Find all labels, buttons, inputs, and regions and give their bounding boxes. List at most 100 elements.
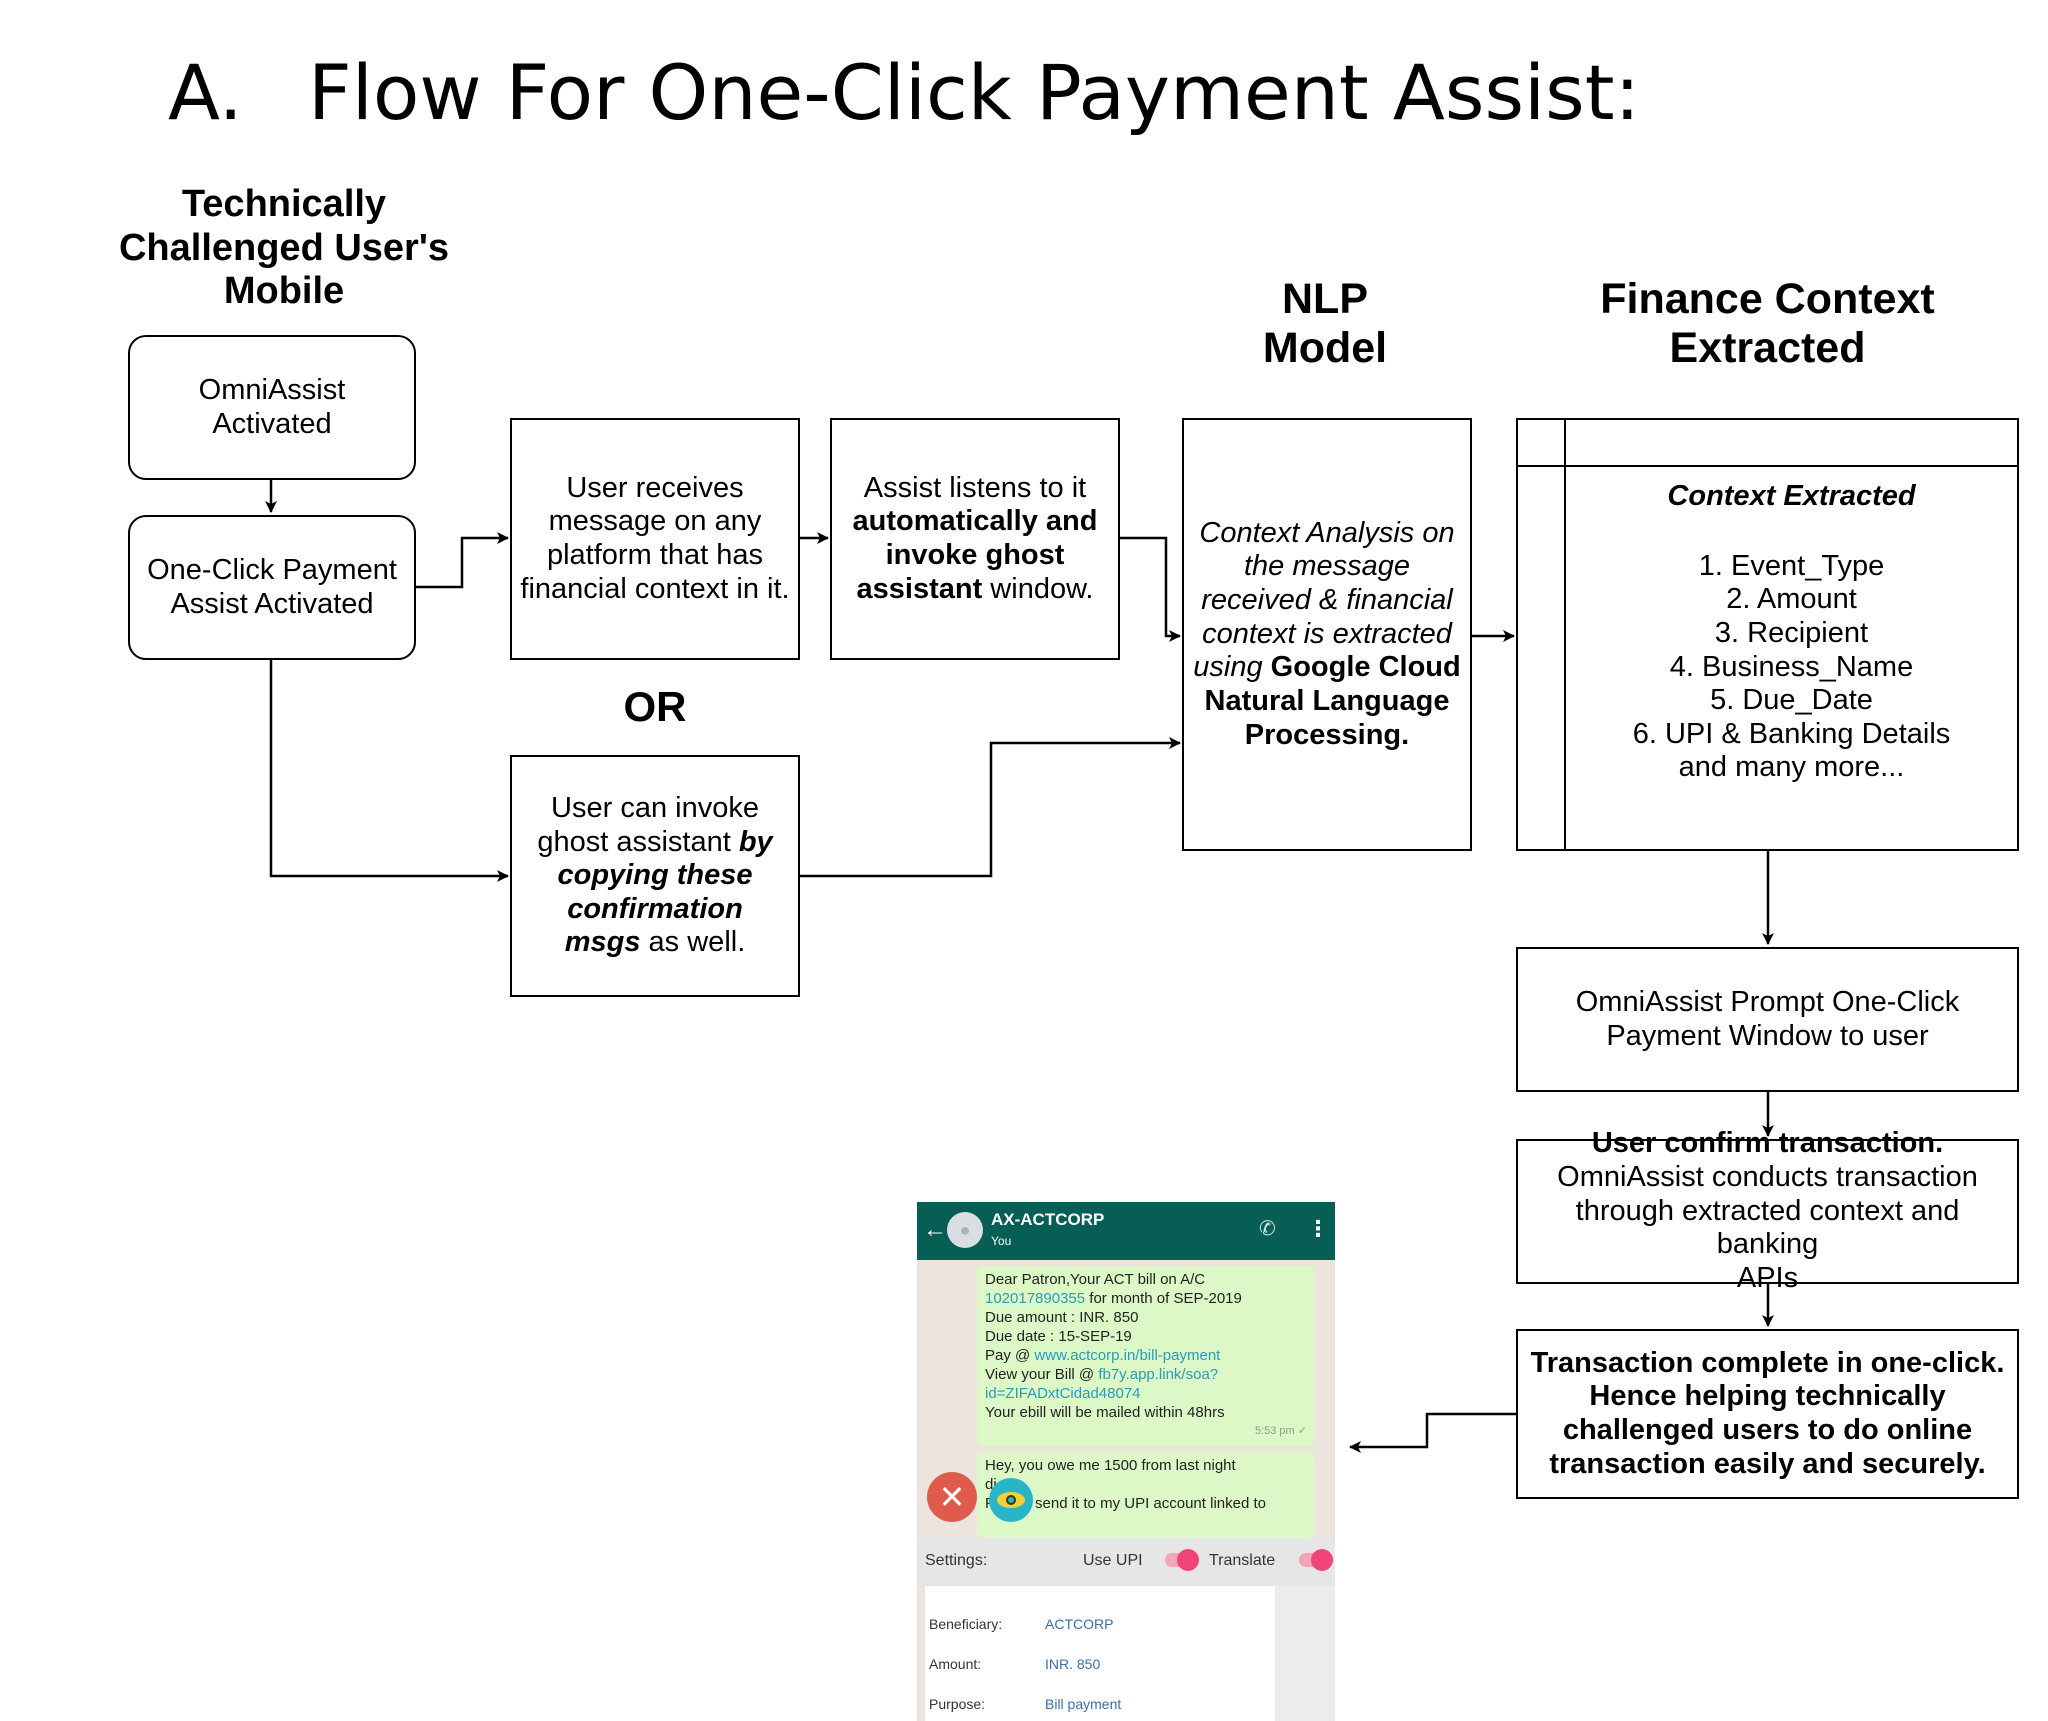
finance-item: 5. Due_Date [1710, 684, 1873, 717]
node-text: OmniAssist conducts transaction [1557, 1161, 1978, 1194]
use-upi-label: Use UPI [1083, 1552, 1143, 1569]
finance-heading: Finance Context Extracted [1516, 275, 2019, 374]
node-omniassist-activated: OmniAssist Activated [128, 335, 416, 480]
context-extracted-header: Context Extracted [1667, 480, 1916, 512]
account-link[interactable]: 102017890355 [985, 1290, 1086, 1307]
section-letter: A. [168, 48, 243, 137]
back-arrow-icon[interactable]: ← [923, 1216, 947, 1243]
pay-link[interactable]: www.actcorp.in/bill-payment [1034, 1347, 1221, 1364]
phone-screenshot: ← ● AX-ACTCORP You ✆ ⋮ Dear Patron,Your … [917, 1202, 1335, 1721]
bill-link-continued[interactable]: id=ZIFADxtCidad48074 [985, 1385, 1141, 1402]
eye-pupil [1006, 1495, 1016, 1505]
node-text-bold-italic: by [738, 825, 773, 858]
message-line: Pay @ [985, 1347, 1035, 1364]
node-text-italic: Context Analysis on [1199, 516, 1455, 549]
table-column-divider [1564, 420, 1566, 849]
node-text: APIs [1736, 1261, 1799, 1294]
node-text-bold: assistant [856, 572, 983, 605]
section-title: Flow For One-Click Payment Assist: [308, 48, 1641, 137]
node-text-italic: the message [1243, 550, 1411, 583]
arrow-listens-to-nlp [1118, 536, 1181, 642]
beneficiary-value: ACTCORP [1045, 1616, 1114, 1632]
node-text-italic: received & financial [1201, 584, 1453, 617]
mobile-heading: Technically Challenged User's Mobile [100, 183, 468, 314]
message-timestamp: 5:53 pm ✓ [1254, 1425, 1307, 1437]
more-menu-icon[interactable]: ⋮ [1307, 1216, 1329, 1241]
node-text-bold: User confirm transaction. [1591, 1127, 1944, 1160]
node-text-bold: invoke ghost [885, 539, 1065, 571]
node-assist-listens: Assist listens to it automatically and i… [830, 418, 1120, 660]
message-line: Please send it to my UPI account linked … [985, 1495, 1266, 1512]
node-prompt-window: OmniAssist Prompt One-Click Payment Wind… [1516, 947, 2019, 1092]
node-nlp-model: Context Analysis on the message received… [1182, 418, 1472, 851]
message-line: View your Bill @ [985, 1366, 1099, 1383]
node-text: Assist listens to it [863, 471, 1087, 504]
payment-form: Beneficiary: ACTCORP Amount: INR. 850 Pu… [925, 1586, 1275, 1721]
node-text: Payment Window to user [1606, 1019, 1929, 1052]
chat-contact-name: AX-ACTCORP [991, 1210, 1105, 1229]
arrow-complete-to-phone [1349, 1412, 1516, 1453]
node-text: User can invoke [551, 791, 759, 824]
nlp-heading: NLP Model [1180, 275, 1470, 374]
node-text: financial context in it. [520, 572, 790, 605]
node-text: through extracted context and banking [1575, 1194, 1960, 1261]
arrow-invoke-to-nlp [800, 737, 1181, 878]
node-user-receives-message: User receives message on any platform th… [510, 418, 800, 660]
node-text-bold: Transaction complete in one-click. [1530, 1346, 2005, 1379]
message-line: di [985, 1476, 997, 1493]
group-avatar-icon: ● [947, 1212, 983, 1248]
node-text-bold: Natural Language [1204, 684, 1450, 717]
node-text: One-Click Payment [147, 553, 397, 586]
finance-item: 3. Recipient [1714, 616, 1869, 649]
use-upi-toggle[interactable] [1165, 1549, 1199, 1571]
close-icon[interactable]: ✕ [927, 1472, 977, 1522]
beneficiary-label: Beneficiary: [929, 1616, 1003, 1632]
add-call-icon[interactable]: ✆ [1259, 1218, 1276, 1240]
finance-item: 2. Amount [1726, 583, 1857, 616]
node-user-can-invoke: User can invoke ghost assistant by copyi… [510, 755, 800, 997]
node-text: window. [982, 572, 1094, 605]
finance-heading-line: Finance Context [1600, 275, 1935, 323]
chat-header: ← ● AX-ACTCORP You ✆ ⋮ [917, 1202, 1335, 1260]
node-text: User receives [566, 471, 744, 504]
node-transaction-complete: Transaction complete in one-click. Hence… [1516, 1329, 2019, 1499]
chat-subtitle: You [991, 1234, 1012, 1248]
node-text-bold-italic: msgs [564, 926, 641, 959]
bill-link[interactable]: fb7y.app.link/soa? [1098, 1366, 1219, 1383]
node-user-confirm: User confirm transaction. OmniAssist con… [1516, 1127, 2019, 1294]
node-text-bold-italic: confirmation [567, 892, 743, 925]
node-one-click-activated: One-Click Payment Assist Activated [128, 515, 416, 660]
eye-icon[interactable] [989, 1478, 1033, 1522]
message-bubble-upi: Hey, you owe me 1500 from last night di … [977, 1452, 1315, 1538]
node-text-bold-italic: copying these [557, 859, 753, 892]
node-text-bold: Google Cloud [1270, 651, 1461, 684]
message-line: Your ebill will be mailed within 48hrs [985, 1404, 1225, 1421]
node-text-bold: transaction easily and securely. [1549, 1447, 1986, 1480]
mobile-heading-line: Challenged User's [118, 226, 450, 269]
node-text-bold: automatically and [852, 505, 1098, 538]
node-text: platform that has [546, 539, 763, 571]
node-text: message on any [548, 505, 762, 538]
mobile-heading-line: Technically [181, 183, 387, 225]
node-text-bold: challenged users to do online [1562, 1414, 1973, 1446]
node-text: OmniAssist Activated [198, 373, 346, 440]
settings-label: Settings: [925, 1552, 988, 1569]
toggle-knob [1177, 1549, 1199, 1571]
node-text: ghost assistant [537, 825, 739, 858]
finance-item: and many more... [1678, 751, 1905, 784]
page-title: A. Flow For One-Click Payment Assist: [168, 48, 1640, 137]
settings-bar: Settings: Use UPI Translate [917, 1538, 1335, 1586]
finance-heading-line: Extracted [1669, 324, 1866, 373]
message-bubble-bill: Dear Patron,Your ACT bill on A/C 1020178… [977, 1266, 1315, 1446]
toggle-knob [1311, 1549, 1333, 1571]
message-line: Due date : 15-SEP-19 [985, 1328, 1132, 1345]
node-text-bold: Processing. [1244, 718, 1410, 751]
translate-toggle[interactable] [1299, 1549, 1333, 1571]
table-header-divider [1518, 465, 2017, 467]
purpose-value: Bill payment [1045, 1696, 1122, 1712]
nlp-heading-line: NLP [1282, 275, 1368, 323]
mobile-heading-line: Mobile [223, 270, 345, 313]
purpose-label: Purpose: [929, 1696, 986, 1712]
finance-content: Context Extracted 1. Event_Type 2. Amoun… [1566, 480, 2017, 785]
